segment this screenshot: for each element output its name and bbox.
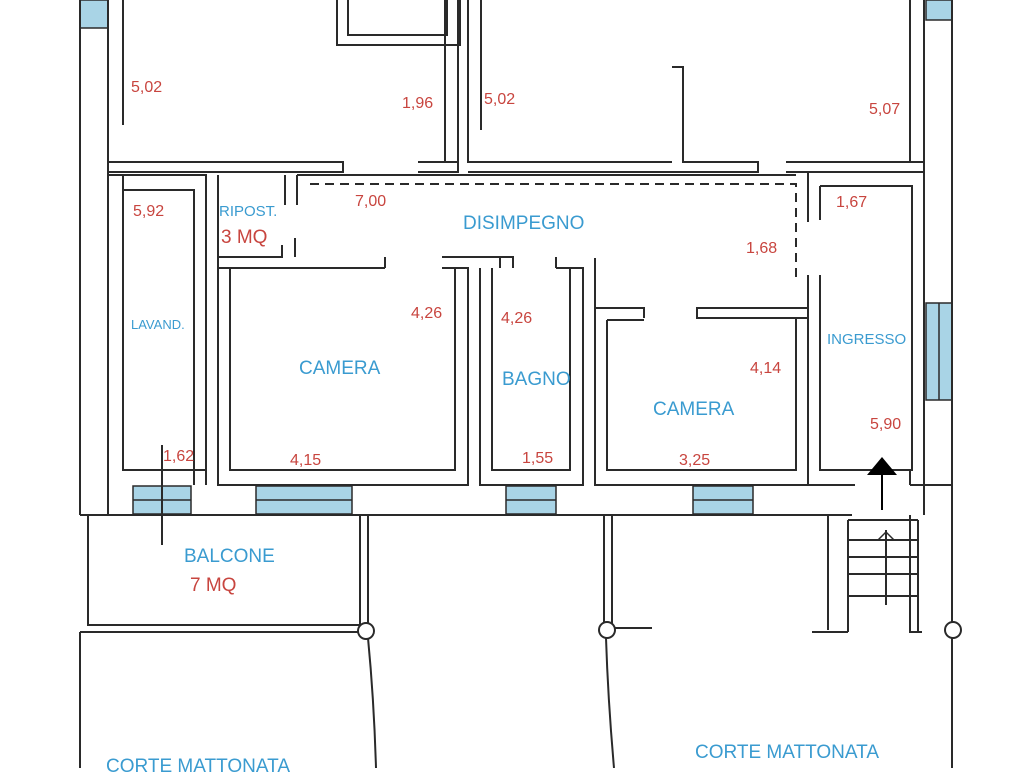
dimension-top-right-room: 5,07 bbox=[869, 101, 901, 118]
room-label-ingresso: INGRESSO bbox=[827, 331, 907, 348]
wall-bagno bbox=[479, 256, 584, 486]
wall-ripostiglio bbox=[217, 174, 402, 269]
room-label-corte-left: CORTE MATTONATA bbox=[106, 756, 291, 777]
gate-post-left bbox=[357, 622, 375, 640]
dimension-disimpegno-length: 7,00 bbox=[355, 193, 387, 210]
wall-top-left-room bbox=[108, 0, 344, 173]
walls bbox=[79, 0, 953, 768]
dimension-ingresso-length: 5,90 bbox=[870, 416, 902, 433]
gate-swing-middle bbox=[605, 637, 615, 768]
room-label-disimpegno: DISIMPEGNO bbox=[463, 213, 585, 234]
entrance-arrow-icon bbox=[867, 457, 897, 475]
wall-top-closet bbox=[336, 0, 461, 46]
dimension-camera-right-width: 3,25 bbox=[679, 452, 711, 469]
room-label-bagno: BAGNO bbox=[502, 369, 571, 390]
dimension-lavanderia-width: 1,62 bbox=[163, 448, 195, 465]
windows bbox=[79, 0, 953, 515]
wall-balcony bbox=[80, 514, 852, 633]
gate-post-middle bbox=[598, 621, 616, 639]
room-label-balcone: BALCONE bbox=[184, 546, 275, 567]
wall-lavanderia bbox=[108, 174, 207, 485]
gate-swing-left bbox=[367, 637, 377, 768]
room-label-camera-left: CAMERA bbox=[299, 358, 381, 379]
room-label-corte-right: CORTE MATTONATA bbox=[695, 742, 880, 763]
dimension-top-left-room: 5,02 bbox=[131, 79, 163, 96]
gate-post-right bbox=[944, 621, 962, 639]
window-top-right bbox=[925, 0, 953, 21]
dimension-camera-right-length: 4,14 bbox=[750, 360, 782, 377]
dimension-bagno-length: 4,26 bbox=[501, 310, 533, 327]
wall-top-right-room bbox=[786, 0, 924, 173]
wall-camera-left bbox=[217, 256, 501, 486]
gate-posts bbox=[357, 621, 962, 640]
stairs-arrow-icon bbox=[877, 530, 895, 541]
dimension-ingresso-width: 1,67 bbox=[836, 194, 868, 211]
wall-top-partition bbox=[418, 0, 459, 173]
area-label-ripostiglio: 3 MQ bbox=[221, 227, 268, 248]
dimension-top-middle-room: 5,02 bbox=[484, 91, 516, 108]
wall-outer-right bbox=[923, 0, 953, 515]
dimension-camera-left-width: 4,15 bbox=[290, 452, 322, 469]
room-label-lavanderia: LAVAND. bbox=[131, 317, 185, 332]
dimension-lavanderia-length: 5,92 bbox=[133, 203, 165, 220]
area-label-balcone: 7 MQ bbox=[190, 575, 237, 596]
wall-outer-left bbox=[79, 0, 109, 515]
arrows bbox=[867, 457, 897, 541]
wall-ingresso bbox=[807, 171, 952, 486]
dimension-disimpegno-width: 1,68 bbox=[746, 240, 778, 257]
window-top-left bbox=[79, 0, 109, 29]
room-label-camera-right: CAMERA bbox=[653, 399, 735, 420]
dimension-camera-left-length: 4,26 bbox=[411, 305, 443, 322]
wall-courtyard-posts bbox=[79, 515, 953, 768]
wall-stairs bbox=[847, 519, 919, 632]
dimension-bagno-width: 1,55 bbox=[522, 450, 554, 467]
wall-top-middle-room bbox=[467, 0, 759, 173]
wall-disimpegno-dashed bbox=[310, 183, 797, 282]
dimension-top-small: 1,96 bbox=[402, 95, 434, 112]
room-label-ripostiglio: RIPOST. bbox=[219, 203, 278, 220]
